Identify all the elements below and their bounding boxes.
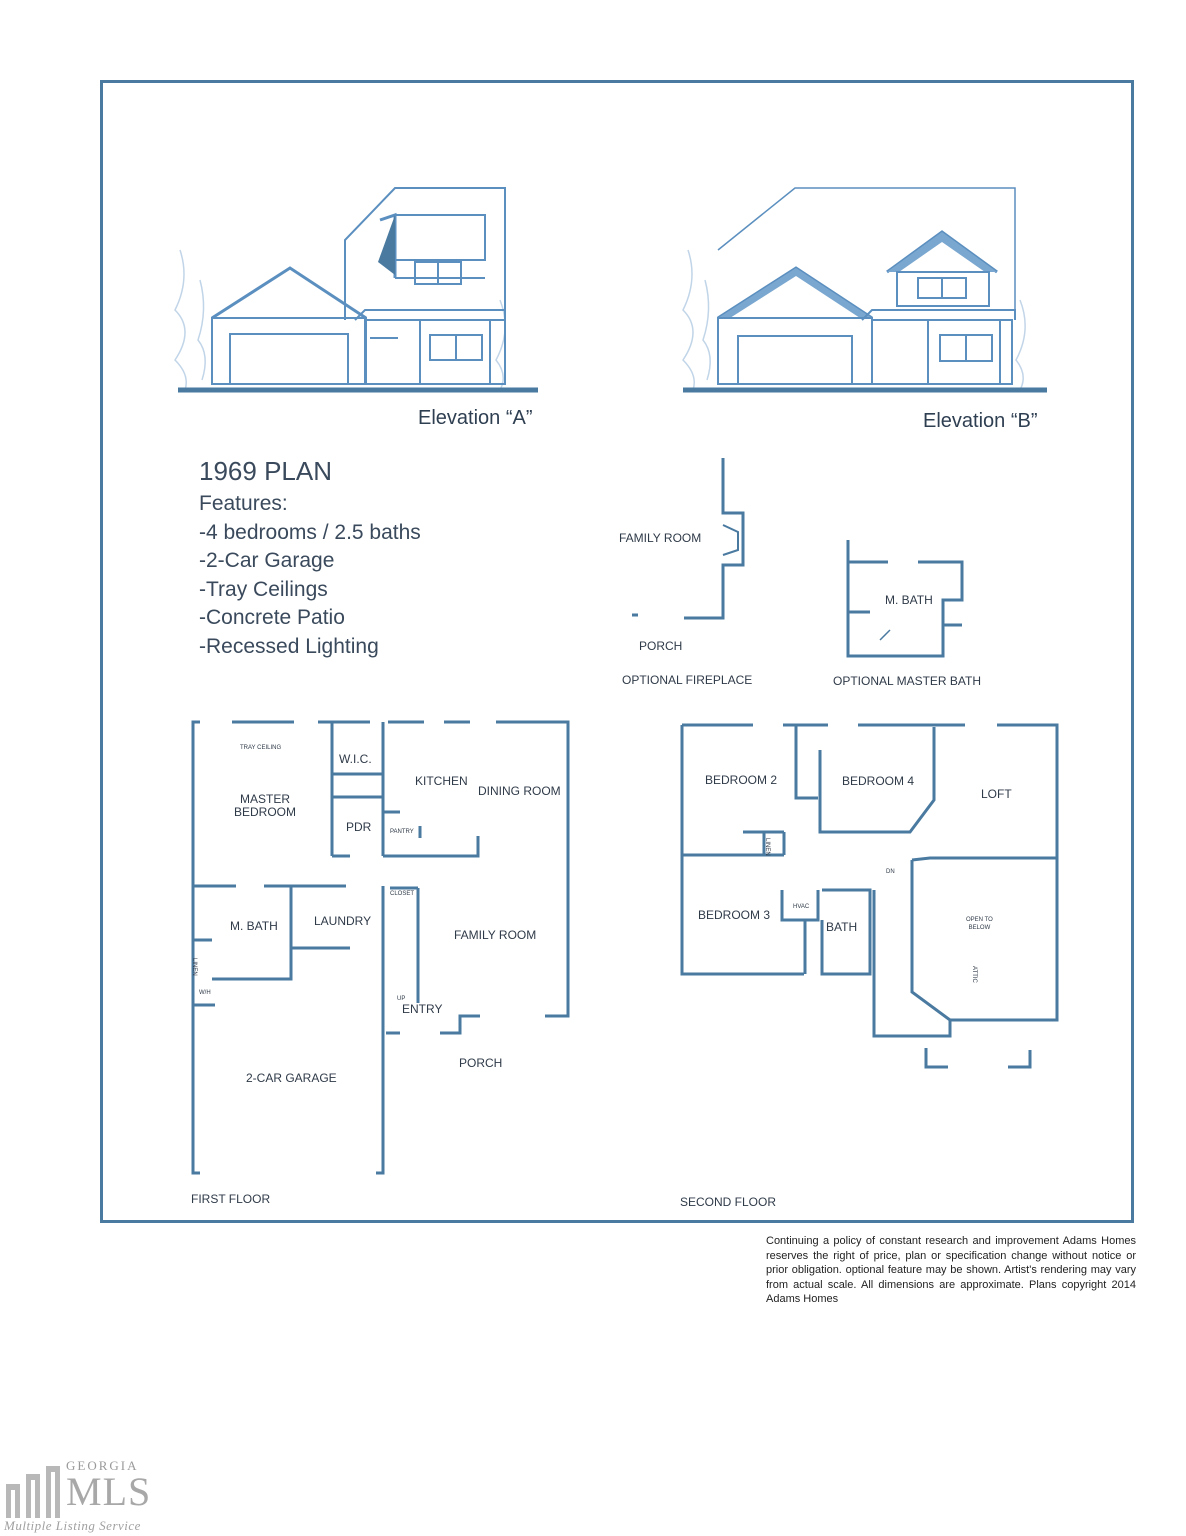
attic-label: ATTIC [971, 966, 977, 983]
bedroom-4-label: BEDROOM 4 [842, 774, 915, 788]
bath-label: BATH [826, 920, 858, 934]
elevation-a-label: Elevation “A” [418, 407, 533, 429]
first-floor-linen-label: LINEN [191, 958, 197, 976]
second-floor-drawing [680, 723, 1059, 1069]
pantry-label: PANTRY [390, 829, 414, 835]
entry-label: ENTRY [402, 1002, 443, 1016]
bedroom-3-label: BEDROOM 3 [698, 908, 771, 922]
copyright-disclaimer: Continuing a policy of constant research… [766, 1235, 1136, 1305]
hvac-label: HVAC [793, 904, 810, 910]
optional-m-bath-label: M. BATH [885, 593, 933, 607]
optional-fireplace-caption: OPTIONAL FIREPLACE [622, 673, 753, 687]
garage-label: 2-CAR GARAGE [246, 1071, 337, 1085]
kitchen-label: KITCHEN [415, 774, 468, 788]
logo-tagline: Multiple Listing Service [4, 1518, 141, 1533]
second-floor-linen-label: LINEN [764, 838, 770, 856]
first-floor-drawing [191, 720, 570, 1175]
pdr-label: PDR [346, 820, 372, 834]
stairs-up-label: UP [397, 996, 406, 1002]
second-floor-caption: SECOND FLOOR [680, 1195, 777, 1209]
logo-mls-text: MLS [66, 1469, 152, 1514]
first-floor-m-bath-label: M. BATH [230, 919, 278, 933]
stairs-down-label: DN [886, 869, 895, 875]
closet-label: CLOSET [390, 891, 415, 897]
optional-master-bath-caption: OPTIONAL MASTER BATH [833, 674, 982, 688]
loft-label: LOFT [981, 787, 1012, 801]
elevation-a-drawing [174, 187, 538, 393]
laundry-label: LAUNDRY [314, 914, 372, 928]
open-to-below-label: OPEN TO BELOW [966, 917, 993, 931]
dining-room-label: DINING ROOM [478, 784, 561, 798]
wic-label: W.I.C. [339, 752, 372, 766]
water-heater-label: W/H [199, 990, 211, 996]
feature-item: -Recessed Lighting [199, 635, 379, 658]
mls-columns-icon [6, 1466, 60, 1518]
plan-sheet-border [100, 80, 1134, 1223]
plan-title: 1969 PLAN [199, 456, 332, 486]
elevation-b-drawing [682, 187, 1047, 393]
feature-item: -4 bedrooms / 2.5 baths [199, 521, 421, 544]
optional-master-bath-drawing [846, 540, 964, 658]
fireplace-porch-label: PORCH [639, 639, 683, 653]
porch-label: PORCH [459, 1056, 503, 1070]
bedroom-2-label: BEDROOM 2 [705, 773, 778, 787]
features-heading: Features: [199, 492, 288, 515]
feature-item: -Tray Ceilings [199, 578, 328, 601]
feature-item: -2-Car Garage [199, 549, 335, 572]
optional-fireplace-drawing [632, 458, 745, 620]
fireplace-family-room-label: FAMILY ROOM [619, 531, 702, 545]
master-bedroom-label: MASTER BEDROOM [234, 792, 297, 819]
georgia-mls-logo: GEORGIA MLS Multiple Listing Service [0, 1458, 170, 1536]
feature-item: -Concrete Patio [199, 606, 345, 629]
family-room-label: FAMILY ROOM [454, 928, 537, 942]
tray-ceiling-label: TRAY CEILING [240, 745, 282, 751]
first-floor-caption: FIRST FLOOR [191, 1192, 271, 1206]
logo-georgia-text: GEORGIA [66, 1458, 139, 1473]
elevation-b-label: Elevation “B” [923, 410, 1038, 432]
